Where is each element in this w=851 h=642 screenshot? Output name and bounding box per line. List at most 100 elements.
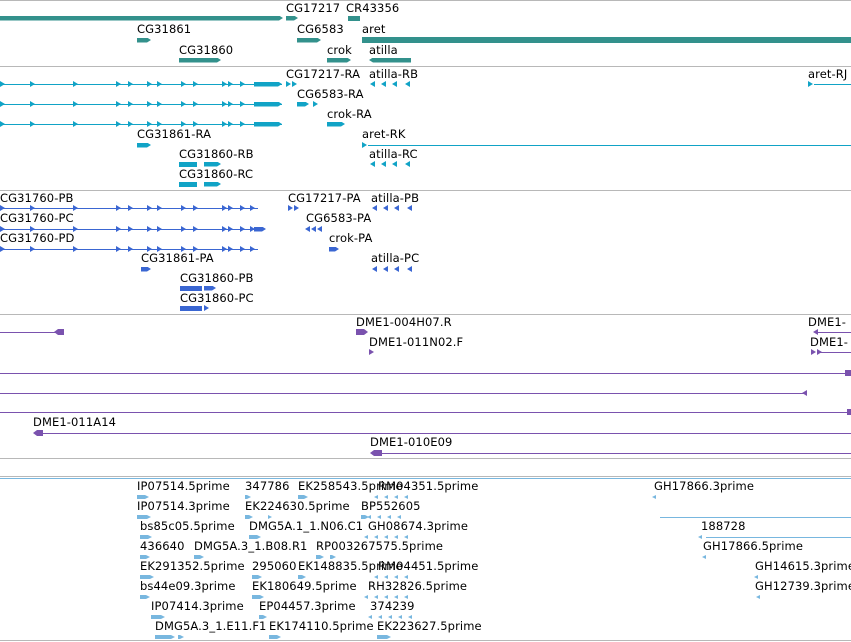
strand-arrow-right-icon [147,101,152,107]
feature-label: CR43356 [346,1,400,15]
exon-block[interactable] [179,181,197,187]
exon-block[interactable] [298,495,308,499]
exon-block[interactable] [179,58,221,63]
exon-block[interactable] [298,575,306,579]
exon-block[interactable] [362,37,851,43]
strand-arrow-right-icon [240,226,245,232]
intron-line [381,453,851,454]
exon-block[interactable] [141,267,151,272]
exon-block[interactable] [140,595,150,599]
strand-arrow-left-icon [407,205,412,211]
exon-block[interactable] [204,162,221,167]
exon-block[interactable] [179,161,197,167]
exon-block[interactable] [137,495,149,499]
exon-block[interactable] [297,38,321,43]
exon-block[interactable] [254,227,266,232]
strand-arrow-right-icon [0,121,5,127]
feature-label: DME1-010E09 [370,435,453,449]
feature-label: EK291352.5prime [140,559,245,573]
exon-block[interactable] [259,615,267,619]
exon-block[interactable] [297,102,309,107]
strand-arrow-left-icon [374,595,378,599]
strand-arrow-left-icon [392,161,397,167]
exon-block[interactable] [370,450,382,456]
strand-arrow-right-icon [181,101,186,107]
exon-block[interactable] [140,555,150,559]
strand-arrow-right-icon [228,101,233,107]
exon-block[interactable] [369,57,411,63]
exon-block[interactable] [245,515,253,519]
exon-block[interactable] [33,430,43,436]
strand-arrow-right-icon [181,226,186,232]
exon-block[interactable] [254,102,282,107]
exon-block[interactable] [178,635,184,639]
exon-block[interactable] [180,285,202,291]
strand-arrow-right-icon [193,81,198,87]
strand-arrow-right-icon [286,81,291,87]
strand-arrow-right-icon [193,226,198,232]
strand-arrow-right-icon [228,246,233,252]
strand-arrow-right-icon [128,226,133,232]
exon-block[interactable] [286,16,298,21]
feature-label: RP003267575.5prime [316,539,444,553]
exon-block[interactable] [204,286,216,291]
exon-block[interactable] [327,122,345,127]
exon-block[interactable] [356,329,368,335]
feature-label: bs85c05.5prime [140,519,235,533]
exon-block[interactable] [254,82,282,87]
strand-arrow-left-icon [384,595,388,599]
exon-block[interactable] [254,122,282,127]
exon-block[interactable] [330,555,336,559]
exon-block[interactable] [204,182,221,187]
strand-arrow-left-icon [381,81,386,87]
exon-block[interactable] [140,535,152,539]
exon-block[interactable] [361,515,369,519]
exon-block[interactable] [180,305,202,311]
intron-line [0,393,805,394]
exon-block[interactable] [137,143,151,148]
feature-label: CG31760-PD [0,231,75,245]
exon-block[interactable] [329,247,339,252]
strand-arrow-right-icon [817,349,822,355]
exon-block[interactable] [0,16,283,21]
strand-arrow-right-icon [250,246,255,252]
exon-block[interactable] [252,595,264,599]
exon-block[interactable] [845,370,851,376]
exon-block[interactable] [54,329,64,335]
strand-arrow-left-icon [398,615,402,619]
exon-block[interactable] [327,58,351,63]
strand-arrow-right-icon [222,101,227,107]
strand-arrow-left-icon [370,161,375,167]
strand-arrow-left-icon [383,205,388,211]
exon-block[interactable] [245,495,251,499]
strand-arrow-right-icon [228,226,233,232]
exon-block[interactable] [316,555,324,559]
exon-block[interactable] [252,575,262,579]
intron-line [0,412,851,413]
exon-block[interactable] [847,409,851,415]
exon-block[interactable] [348,15,360,21]
feature-label: CG6583-RA [297,87,364,101]
exon-block[interactable] [194,555,204,559]
exon-block[interactable] [137,515,151,519]
strand-arrow-left-icon [378,615,382,619]
exon-block[interactable] [151,615,165,619]
exon-block[interactable] [140,575,154,579]
strand-arrow-left-icon [372,266,377,272]
strand-arrow-right-icon [222,81,227,87]
strand-arrow-right-icon [288,205,293,211]
exon-block[interactable] [377,635,391,639]
strand-arrow-right-icon [147,205,152,211]
strand-arrow-left-icon [813,329,818,335]
strand-arrow-right-icon [808,81,813,87]
strand-arrow-right-icon [228,81,233,87]
strand-arrow-left-icon [404,575,408,579]
strand-arrow-left-icon [756,595,760,599]
exon-block[interactable] [269,635,281,639]
feature-label: GH12739.3prime [755,579,851,593]
exon-block[interactable] [155,635,175,639]
exon-block[interactable] [249,535,261,539]
exon-block[interactable] [137,38,151,43]
strand-arrow-right-icon [30,205,35,211]
